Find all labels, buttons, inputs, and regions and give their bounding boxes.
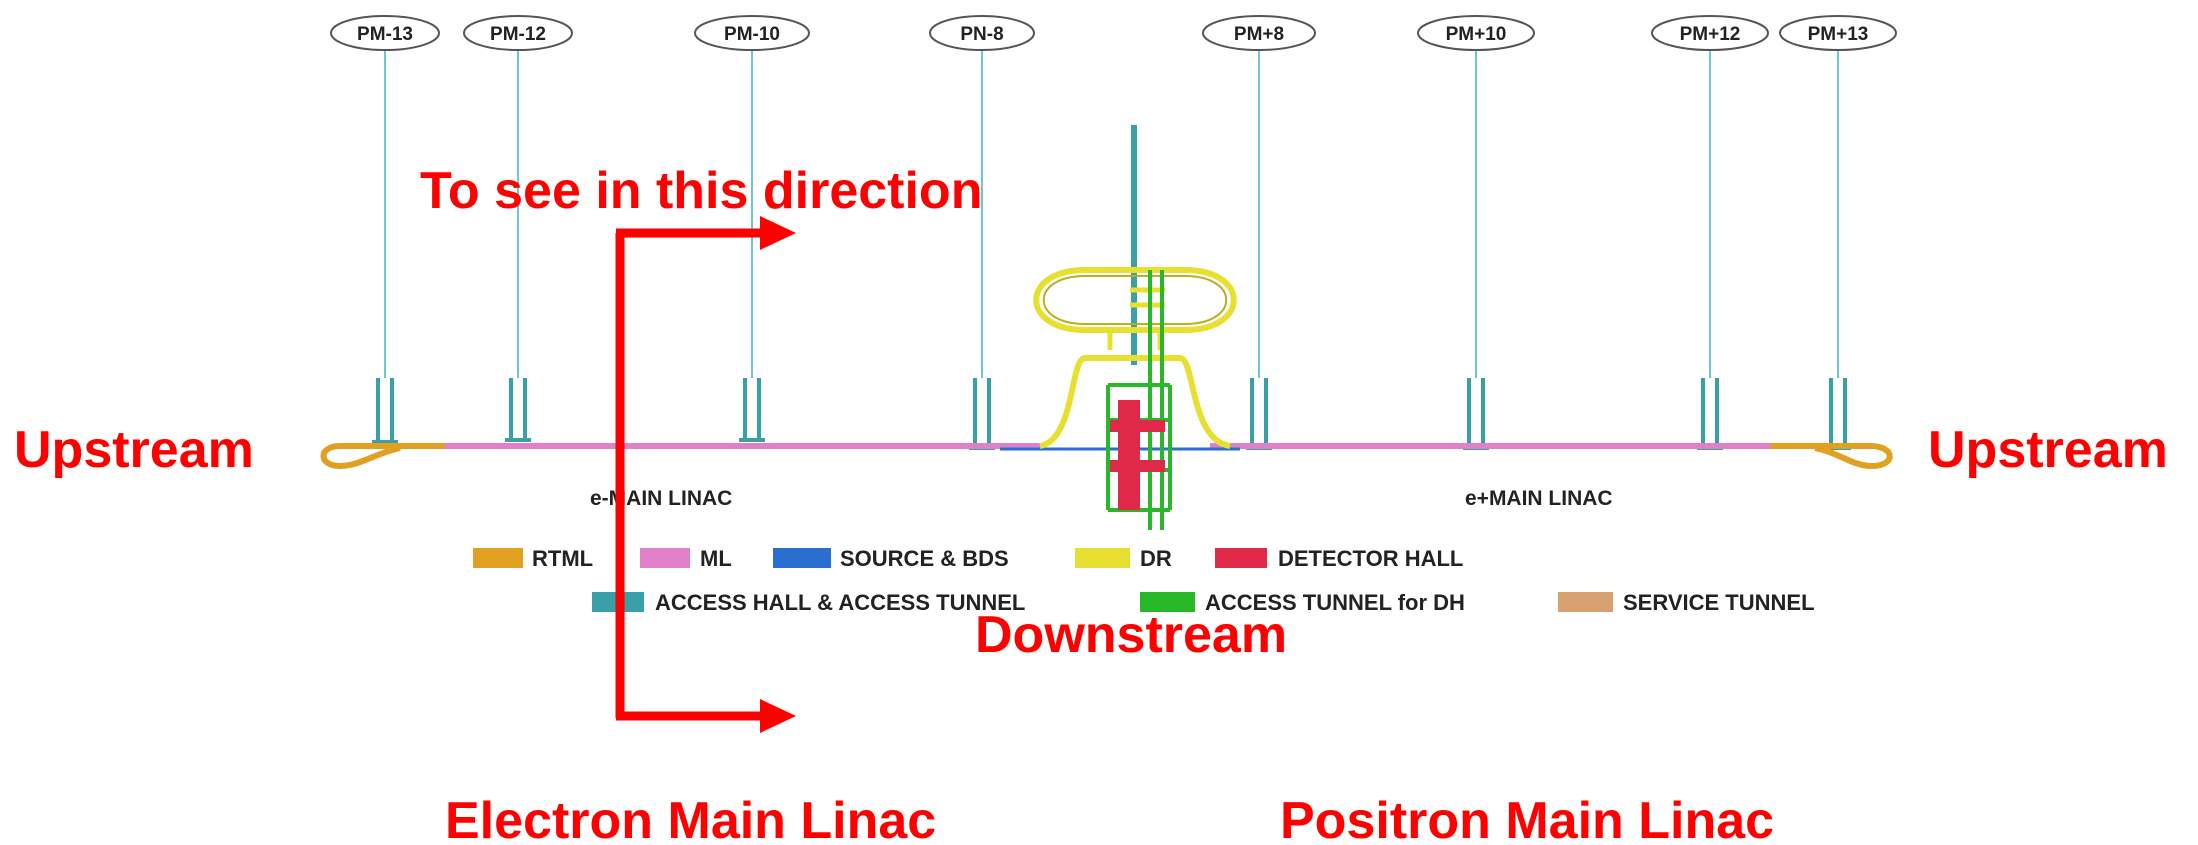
e-main-linac-label: e-MAIN LINAC — [590, 487, 732, 510]
detector-hall — [1110, 420, 1165, 432]
legend-label: ACCESS TUNNEL for DH — [1205, 590, 1465, 615]
damping-ring-inner — [1042, 275, 1228, 325]
dr-connection — [1130, 287, 1165, 308]
central-complex — [1033, 125, 1237, 530]
pm-marker-label: PM+10 — [1446, 24, 1507, 45]
dr-transfer-right — [1178, 355, 1231, 449]
legend-swatch-detector-hall — [1215, 548, 1267, 568]
pm-marker-label: PM+8 — [1234, 24, 1284, 45]
pm-marker: PN-8 — [929, 15, 1035, 51]
access-hall — [1697, 378, 1723, 450]
legend-item: SERVICE TUNNEL — [1558, 590, 1815, 615]
pm-markers: PM-13 PM-12 PM-10 PN-8 PM+8 PM+10 PM+12 — [330, 15, 1897, 51]
access-halls — [372, 378, 1851, 450]
pm-marker: PM+13 — [1779, 15, 1897, 51]
pm-marker: PM-13 — [330, 15, 440, 51]
legend-label: RTML — [532, 546, 593, 571]
pm-marker: PM-10 — [694, 15, 810, 51]
access-hall — [1463, 378, 1489, 450]
rtml-right — [1770, 443, 1893, 470]
pm-marker-label: PM+12 — [1680, 24, 1741, 45]
legend-swatch-service-tunnel — [1558, 592, 1613, 612]
pm-marker: PM-12 — [463, 15, 573, 51]
positron-linac-label: Positron Main Linac — [1280, 792, 1774, 845]
rtml-left — [320, 443, 445, 470]
pm-marker: PM+12 — [1651, 15, 1769, 51]
shaft-lines — [384, 48, 1839, 378]
arrow-head-bottom — [760, 699, 796, 733]
legend-label: SERVICE TUNNEL — [1623, 590, 1815, 615]
legend-item: DR — [1075, 546, 1172, 571]
damping-ring — [1033, 267, 1237, 333]
legend-swatch-ml — [640, 548, 690, 568]
legend: RTML ML SOURCE & BDS DR DETECTOR HALL AC… — [473, 546, 1815, 615]
legend-label: DR — [1140, 546, 1172, 571]
legend-label: ACCESS HALL & ACCESS TUNNEL — [655, 590, 1025, 615]
p-main-linac-label: e+MAIN LINAC — [1465, 487, 1613, 510]
legend-item: SOURCE & BDS — [773, 546, 1009, 571]
pm-marker-label: PM+13 — [1808, 24, 1869, 45]
pm-marker-label: PM-10 — [724, 24, 780, 45]
detector-hall — [1110, 460, 1165, 472]
access-hall — [505, 378, 531, 442]
pm-marker: PM+10 — [1417, 15, 1535, 51]
legend-label: SOURCE & BDS — [840, 546, 1009, 571]
pm-marker: PM+8 — [1202, 15, 1316, 51]
access-hall — [739, 378, 765, 442]
legend-swatch-rtml — [473, 548, 523, 568]
access-hall — [1246, 378, 1272, 450]
electron-linac-label: Electron Main Linac — [445, 792, 936, 845]
legend-swatch-dr — [1075, 548, 1130, 568]
pm-marker-label: PN-8 — [960, 24, 1003, 45]
access-hall — [969, 378, 995, 450]
pm-marker-label: PM-12 — [490, 24, 546, 45]
legend-swatch-source-bds — [773, 548, 831, 568]
access-hall — [1825, 378, 1851, 450]
downstream-label: Downstream — [975, 606, 1287, 664]
legend-label: ML — [700, 546, 732, 571]
direction-text: To see in this direction — [420, 162, 982, 220]
legend-item: RTML — [473, 546, 593, 571]
access-hall — [372, 378, 398, 444]
legend-item: ACCESS HALL & ACCESS TUNNEL — [592, 590, 1025, 615]
upstream-left-label: Upstream — [14, 421, 254, 479]
legend-item: ACCESS TUNNEL for DH — [1140, 590, 1465, 615]
legend-label: DETECTOR HALL — [1278, 546, 1463, 571]
legend-item: DETECTOR HALL — [1215, 546, 1463, 571]
detector-hall — [1118, 400, 1140, 510]
dr-transfer-left — [1039, 355, 1087, 449]
arrow-head-top — [760, 216, 796, 250]
pm-marker-label: PM-13 — [357, 24, 413, 45]
legend-item: ML — [640, 546, 732, 571]
direction-bracket — [615, 216, 796, 733]
legend-swatch-access-tunnel-dh — [1140, 592, 1195, 612]
upstream-right-label: Upstream — [1928, 421, 2168, 479]
